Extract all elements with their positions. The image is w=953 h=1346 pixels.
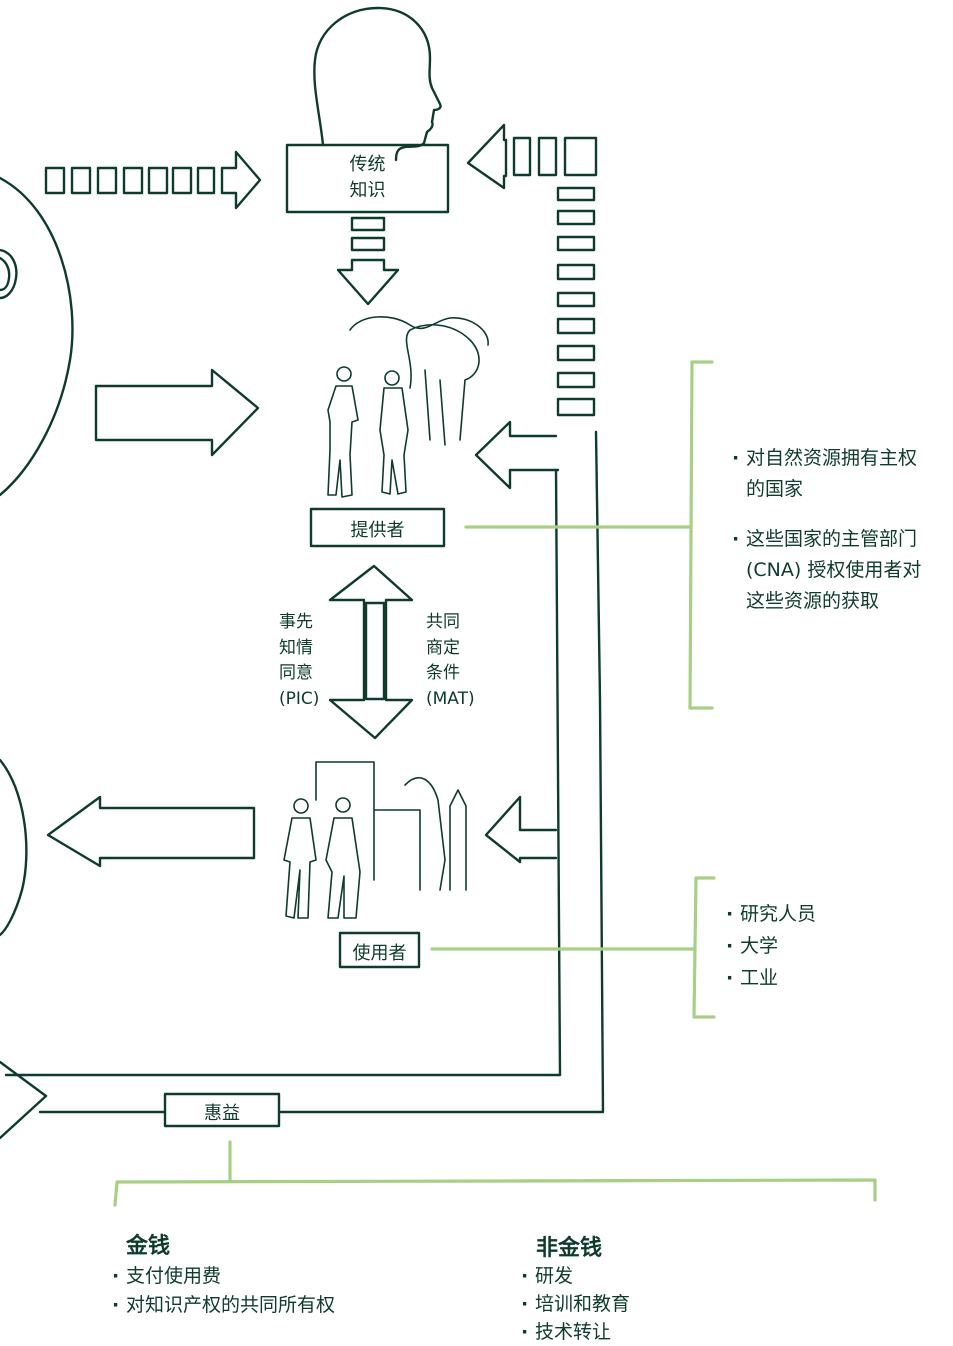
user-bracket	[692, 876, 716, 1019]
list-item: 研发	[521, 1262, 630, 1290]
monetary-heading: 金钱	[126, 1234, 171, 1259]
user-city-sketch	[283, 761, 467, 919]
provider-label: 提供者	[350, 520, 405, 541]
non-monetary-list: 研发 培训和教育 技术转让	[521, 1262, 630, 1346]
right-to-user-arrow	[484, 795, 558, 864]
provider-note-1: · 对自然资源拥有主权 的国家	[732, 443, 952, 505]
list-item: 研究人员	[726, 898, 816, 930]
monetary-list: 支付使用费 对知识产权的共同所有权	[112, 1262, 335, 1320]
provider-box	[309, 507, 446, 548]
benefits-bracket	[113, 1178, 877, 1207]
provider-note-1-line2: 的国家	[746, 478, 804, 500]
pic-line: 知情	[279, 637, 313, 658]
left-circle-inner-ring-2	[0, 256, 11, 292]
traditional-knowledge-line2: 知识	[349, 180, 386, 201]
user-to-left-arrow	[46, 795, 256, 868]
user-notes-list: 研究人员 大学 工业	[726, 898, 816, 994]
provider-notes: · 对自然资源拥有主权 的国家 · 这些国家的主管部门 (CNA) 授权使用者对…	[732, 443, 952, 617]
provider-note-2-line2: (CNA) 授权使用者对	[746, 559, 922, 581]
provider-bracket	[688, 360, 714, 710]
list-item: 工业	[726, 962, 816, 994]
list-item: 对知识产权的共同所有权	[112, 1291, 335, 1320]
right-column-inner	[22, 468, 562, 1077]
benefits-arrowhead	[0, 1060, 48, 1140]
mat-line: 商定	[426, 637, 460, 658]
right-column-outer	[278, 430, 605, 1114]
traditional-knowledge-label: 传统 知识	[287, 152, 448, 204]
left-to-provider-arrow	[94, 368, 260, 457]
provider-note-2: · 这些国家的主管部门 (CNA) 授权使用者对 这些资源的获取	[732, 524, 952, 617]
provider-people-sketch	[327, 315, 489, 498]
head-silhouette-icon	[313, 6, 442, 162]
left-circle-inner-ring	[0, 248, 18, 300]
provider-note-1-line1: 对自然资源拥有主权	[746, 447, 918, 469]
traditional-knowledge-line1: 传统	[349, 154, 386, 175]
pic-mat-double-arrow	[328, 564, 414, 740]
traditional-knowledge-box	[285, 143, 450, 214]
benefits-label: 惠益	[204, 1103, 240, 1124]
benefits-box	[163, 1092, 281, 1128]
right-dashed-arrowhead	[466, 123, 508, 190]
user-box	[338, 931, 421, 969]
right-to-provider-arrow	[474, 420, 560, 490]
list-item: 支付使用费	[112, 1262, 335, 1291]
pic-line: 同意	[279, 663, 313, 683]
left-circle-top	[0, 176, 74, 497]
mat-line: 共同	[426, 612, 460, 632]
list-item: 技术转让	[521, 1318, 630, 1346]
user-label: 使用者	[352, 943, 407, 964]
mat-label: 共同 商定 条件 (MAT)	[426, 610, 475, 712]
provider-note-2-line3: 这些资源的获取	[746, 590, 880, 612]
pic-line: 事先	[279, 612, 313, 632]
mat-line: 条件	[426, 663, 460, 683]
left-circle-bottom	[0, 758, 28, 937]
list-item: 大学	[726, 930, 816, 962]
list-item: 培训和教育	[521, 1290, 630, 1318]
provider-note-2-line1: 这些国家的主管部门	[746, 528, 918, 550]
mat-line: (MAT)	[426, 688, 475, 709]
pic-line: (PIC)	[279, 688, 320, 709]
left-dashed-arrowhead	[220, 150, 262, 210]
non-monetary-heading: 非金钱	[536, 1236, 603, 1261]
pic-label: 事先 知情 同意 (PIC)	[279, 610, 319, 712]
tk-down-arrowhead	[336, 258, 400, 306]
